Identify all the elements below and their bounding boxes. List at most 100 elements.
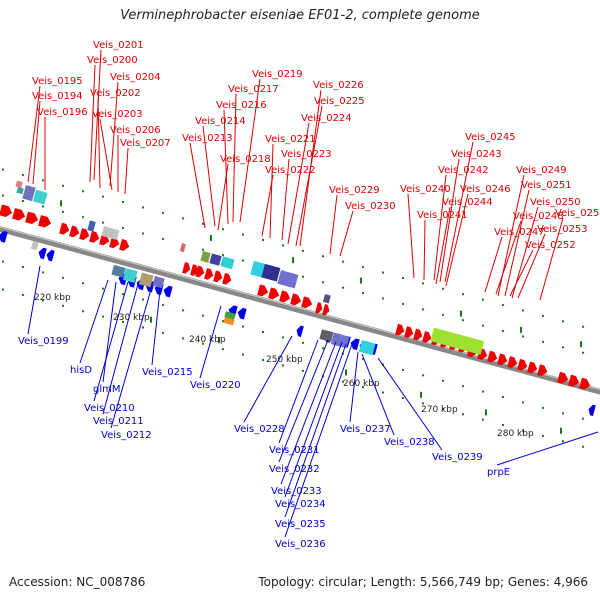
annotation-block [15, 180, 23, 188]
tick-dot-upper [422, 282, 424, 285]
tick-dot-upper [142, 206, 144, 209]
tick-dot-lower [462, 413, 464, 416]
forward-gene-label: Veis_0243 [451, 149, 502, 160]
tick-mark [560, 427, 562, 434]
tick-dot-mid-upper [242, 259, 244, 262]
tick-dot-mid-lower [302, 341, 304, 344]
tick-dot-upper [362, 266, 364, 269]
forward-label-leader [433, 174, 447, 281]
forward-gene-label: Veis_0217 [228, 84, 279, 95]
reverse-gene-label: Veis_0228 [234, 424, 285, 435]
annotation-block [322, 294, 331, 304]
forward-gene-label: Veis_0229 [329, 185, 380, 196]
reverse-label-leader [102, 283, 139, 415]
tick-dot-mid-lower [82, 282, 84, 285]
tick-mark [210, 234, 212, 241]
forward-gene-label: Veis_0230 [345, 201, 396, 212]
annotation-block [224, 311, 236, 320]
forward-gene-label: Veis_0202 [90, 88, 141, 99]
reverse-gene-label: Veis_0234 [275, 499, 326, 510]
feature-layer [0, 180, 596, 417]
tick-dot-mid-lower [502, 396, 504, 399]
tick-dot-mid-upper [302, 275, 304, 278]
scale-label: 240 kbp [189, 335, 226, 345]
forward-gene-label: Veis_0251 [521, 180, 572, 191]
forward-gene-arrow [413, 328, 423, 341]
reverse-label-leader [151, 289, 161, 366]
forward-gene-arrow [38, 215, 52, 228]
tick-dot-upper [22, 173, 24, 176]
annotation-block [179, 243, 186, 253]
tick-dot-upper [102, 195, 104, 198]
forward-gene-label: Veis_0242 [438, 165, 489, 176]
reverse-label-leader [27, 265, 41, 335]
forward-gene-arrow [204, 268, 214, 280]
tick-dot-mid-upper [402, 302, 404, 305]
tick-dot-upper [402, 276, 404, 279]
tick-dot-lower [382, 391, 384, 394]
forward-gene-label: Veis_0226 [313, 80, 364, 91]
reverse-label-leader [284, 341, 343, 498]
tick-dot-lower [562, 440, 564, 443]
tick-dot-mid-lower [262, 331, 264, 334]
forward-gene-arrow [527, 361, 538, 374]
forward-gene-label: Veis_0219 [252, 69, 303, 80]
tick-mark [485, 409, 487, 416]
reverse-label-leader [284, 343, 353, 538]
forward-gene-label: Veis_0254 [555, 208, 600, 219]
forward-label-leader [32, 100, 41, 185]
scale-label: 280 kbp [497, 429, 534, 439]
forward-label-leader [239, 78, 261, 223]
tick-dot-upper [322, 255, 324, 258]
topology-text: Topology: circular; Length: 5,566,749 bp… [258, 575, 588, 589]
tick-dot-upper [162, 211, 164, 214]
forward-label-leader [445, 193, 469, 287]
reverse-gene-label: Veis_0212 [101, 430, 152, 441]
reverse-label-leader [199, 305, 222, 379]
forward-gene-label: Veis_0249 [516, 165, 567, 176]
reverse-gene-label: prpE [487, 467, 510, 478]
tick-dot-lower [182, 337, 184, 340]
forward-gene-arrow [257, 284, 269, 297]
annotation-block [223, 316, 235, 326]
forward-label-leader [504, 189, 530, 297]
forward-gene-label: Veis_0196 [37, 107, 88, 118]
forward-gene-arrow [507, 356, 518, 369]
forward-label-leader [109, 81, 119, 187]
reverse-gene-arrow [38, 247, 47, 260]
tick-dot-lower [422, 402, 424, 405]
forward-gene-label: Veis_0224 [301, 113, 352, 124]
forward-label-leader [223, 109, 229, 225]
tick-dot-upper [582, 325, 584, 328]
tick-dot-lower [242, 353, 244, 356]
forward-gene-arrow [487, 350, 498, 363]
annotation-block [319, 329, 334, 343]
forward-gene-label: Veis_0253 [537, 224, 588, 235]
forward-gene-arrow [537, 364, 548, 377]
forward-label-leader [97, 97, 101, 189]
tick-dot-mid-lower [202, 314, 204, 317]
reverse-label-leader [102, 281, 117, 383]
forward-gene-arrow [301, 296, 313, 309]
forward-gene-arrow [79, 228, 90, 241]
forward-gene-arrow [290, 293, 302, 306]
tick-dot-mid-lower [122, 293, 124, 296]
tick-mark [580, 341, 582, 348]
tick-dot-lower [142, 326, 144, 329]
annotation-block [200, 251, 211, 263]
tick-dot-mid-lower [422, 374, 424, 377]
forward-label-leader [495, 220, 522, 295]
annotation-block [220, 256, 235, 270]
forward-label-leader [202, 125, 216, 227]
reverse-gene-arrow [46, 249, 55, 262]
reverse-label-leader [110, 285, 153, 429]
forward-gene-label: Veis_0214 [195, 116, 246, 127]
tick-dot-mid-lower [222, 320, 224, 323]
tick-dot-upper [382, 271, 384, 274]
forward-gene-label: Veis_0195 [32, 76, 83, 87]
tick-dot-mid-upper [482, 324, 484, 327]
tick-dot-lower [22, 293, 24, 296]
tick-dot-mid-lower [482, 390, 484, 393]
